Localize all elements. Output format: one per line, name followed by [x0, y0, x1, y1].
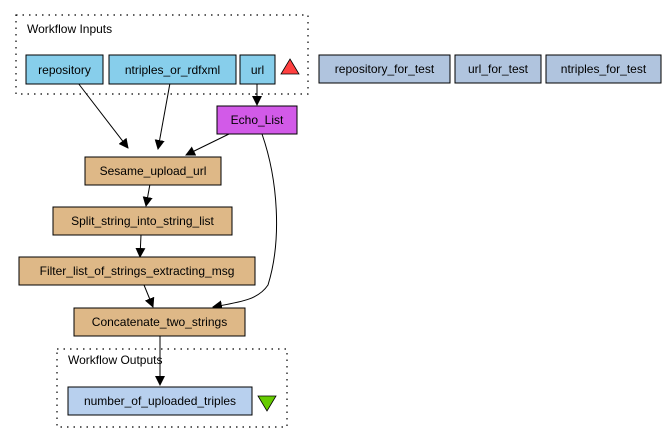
- node-number-of-uploaded-triples[interactable]: number_of_uploaded_triples: [67, 386, 253, 416]
- node-echo-list[interactable]: Echo_List: [216, 105, 298, 135]
- node-echo-list-label: Echo_List: [231, 113, 284, 127]
- edge-split-to-filter: [135, 234, 146, 258]
- node-concatenate-label: Concatenate_two_strings: [92, 315, 227, 329]
- node-url[interactable]: url: [239, 54, 276, 85]
- node-url-for-test[interactable]: url_for_test: [454, 54, 542, 84]
- node-ntriples-for-test[interactable]: ntriples_for_test: [545, 54, 662, 84]
- edge-filter-to-concat: [143, 284, 155, 308]
- node-split-string[interactable]: Split_string_into_string_list: [52, 206, 233, 236]
- node-url-label: url: [251, 63, 264, 77]
- edge-sesame-to-split: [142, 183, 153, 207]
- edge-echo-to-sesame: [185, 133, 230, 156]
- workflow-inputs-label: Workflow Inputs: [27, 22, 112, 36]
- node-number-of-uploaded-triples-label: number_of_uploaded_triples: [84, 394, 236, 408]
- edge-ntriples-to-sesame: [154, 82, 171, 150]
- workflow-outputs-cluster: Workflow Outputs: [56, 348, 288, 428]
- node-filter-list[interactable]: Filter_list_of_strings_extracting_msg: [18, 256, 256, 286]
- node-split-string-label: Split_string_into_string_list: [71, 214, 214, 228]
- node-repository-for-test-label: repository_for_test: [335, 62, 435, 76]
- edges: [77, 82, 278, 386]
- node-repository-for-test[interactable]: repository_for_test: [318, 54, 451, 84]
- workflow-outputs-label: Workflow Outputs: [68, 353, 162, 367]
- node-repository[interactable]: repository: [25, 54, 104, 85]
- node-concatenate[interactable]: Concatenate_two_strings: [73, 307, 246, 337]
- node-url-for-test-label: url_for_test: [468, 62, 529, 76]
- node-ntriples-or-rdfxml[interactable]: ntriples_or_rdfxml: [108, 54, 237, 85]
- workflow-inputs-cluster: Workflow Inputs: [15, 14, 309, 95]
- edge-repository-to-sesame: [77, 82, 129, 149]
- node-sesame-upload-url[interactable]: Sesame_upload_url: [84, 156, 222, 186]
- input-marker-triangle-icon: [280, 58, 300, 75]
- node-ntriples-for-test-label: ntriples_for_test: [561, 62, 647, 76]
- node-ntriples-or-rdfxml-label: ntriples_or_rdfxml: [125, 63, 220, 77]
- node-filter-list-label: Filter_list_of_strings_extracting_msg: [40, 264, 235, 278]
- output-marker-triangle-icon: [257, 395, 277, 412]
- node-sesame-upload-url-label: Sesame_upload_url: [100, 164, 207, 178]
- node-repository-label: repository: [38, 63, 91, 77]
- edge-echo-to-concat: [212, 133, 278, 311]
